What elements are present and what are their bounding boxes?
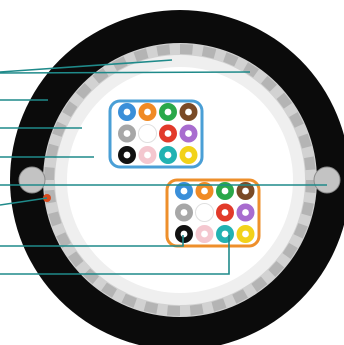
fiber-core: [221, 187, 229, 195]
armor-segment: [121, 293, 137, 308]
armor-segment: [180, 44, 194, 55]
fiber-core: [221, 209, 229, 216]
leader-armor-outer: [0, 71, 251, 74]
leader-tube-b-fiber-22b2b2: [0, 235, 230, 275]
armor-segment: [62, 101, 78, 117]
fiber-core: [221, 230, 229, 238]
armor-segment: [48, 211, 62, 227]
armor-segment: [301, 201, 314, 217]
armor-segment: [243, 62, 259, 78]
fiber-core: [242, 230, 249, 238]
armor-segment: [44, 166, 55, 180]
fiber-core: [201, 209, 208, 216]
armor-segment: [282, 243, 298, 259]
armor-segment: [260, 75, 278, 92]
armor-segment: [304, 156, 316, 171]
armor-segment: [298, 133, 312, 149]
fiber-core: [123, 130, 131, 137]
armor-segment: [305, 180, 316, 194]
fiber-core: [185, 130, 192, 137]
armor-segment: [166, 305, 180, 316]
strength-member-right: [313, 166, 341, 194]
armor-segment: [293, 223, 308, 239]
fiber-core: [164, 108, 172, 116]
leader-ripcord: [0, 197, 48, 206]
armor-segment: [268, 260, 285, 278]
fiber-core: [164, 130, 172, 137]
armor-segment: [75, 82, 92, 100]
fiber-core: [180, 230, 188, 238]
fiber-core: [185, 151, 192, 159]
armor-segment: [156, 44, 171, 56]
armor-segment: [46, 143, 59, 159]
armor-segment: [201, 46, 217, 59]
armor-segment: [56, 232, 71, 248]
armor-segment: [189, 304, 204, 316]
strength-member-left: [18, 166, 46, 194]
armor-segment: [276, 92, 293, 109]
fiber-core: [123, 151, 131, 159]
armor-segment: [211, 298, 227, 312]
armor-segment: [52, 121, 67, 137]
fiber-core: [185, 108, 192, 116]
armor-segment: [143, 301, 159, 314]
armor-segment: [101, 282, 117, 298]
leader-tube-b-fiber: [0, 235, 184, 247]
fiber-core: [144, 151, 151, 159]
fiber-core: [201, 187, 208, 195]
leader-armor-inner: [0, 59, 173, 73]
armor-segment: [67, 251, 84, 268]
fiber-core: [201, 230, 208, 238]
armor-segment: [232, 289, 248, 304]
fiber-core: [180, 187, 188, 195]
fiber-core: [242, 209, 249, 216]
armor-segment: [82, 268, 100, 285]
fiber-core: [242, 187, 249, 195]
fiber-core: [144, 108, 151, 116]
fiber-core: [164, 151, 172, 159]
armor-segment: [251, 276, 268, 293]
armor-segment: [133, 48, 149, 62]
armor-segment: [289, 112, 304, 128]
fiber-core: [123, 108, 131, 116]
fiber-core: [144, 130, 151, 137]
fiber-core: [180, 209, 188, 216]
armor-segment: [223, 52, 239, 67]
